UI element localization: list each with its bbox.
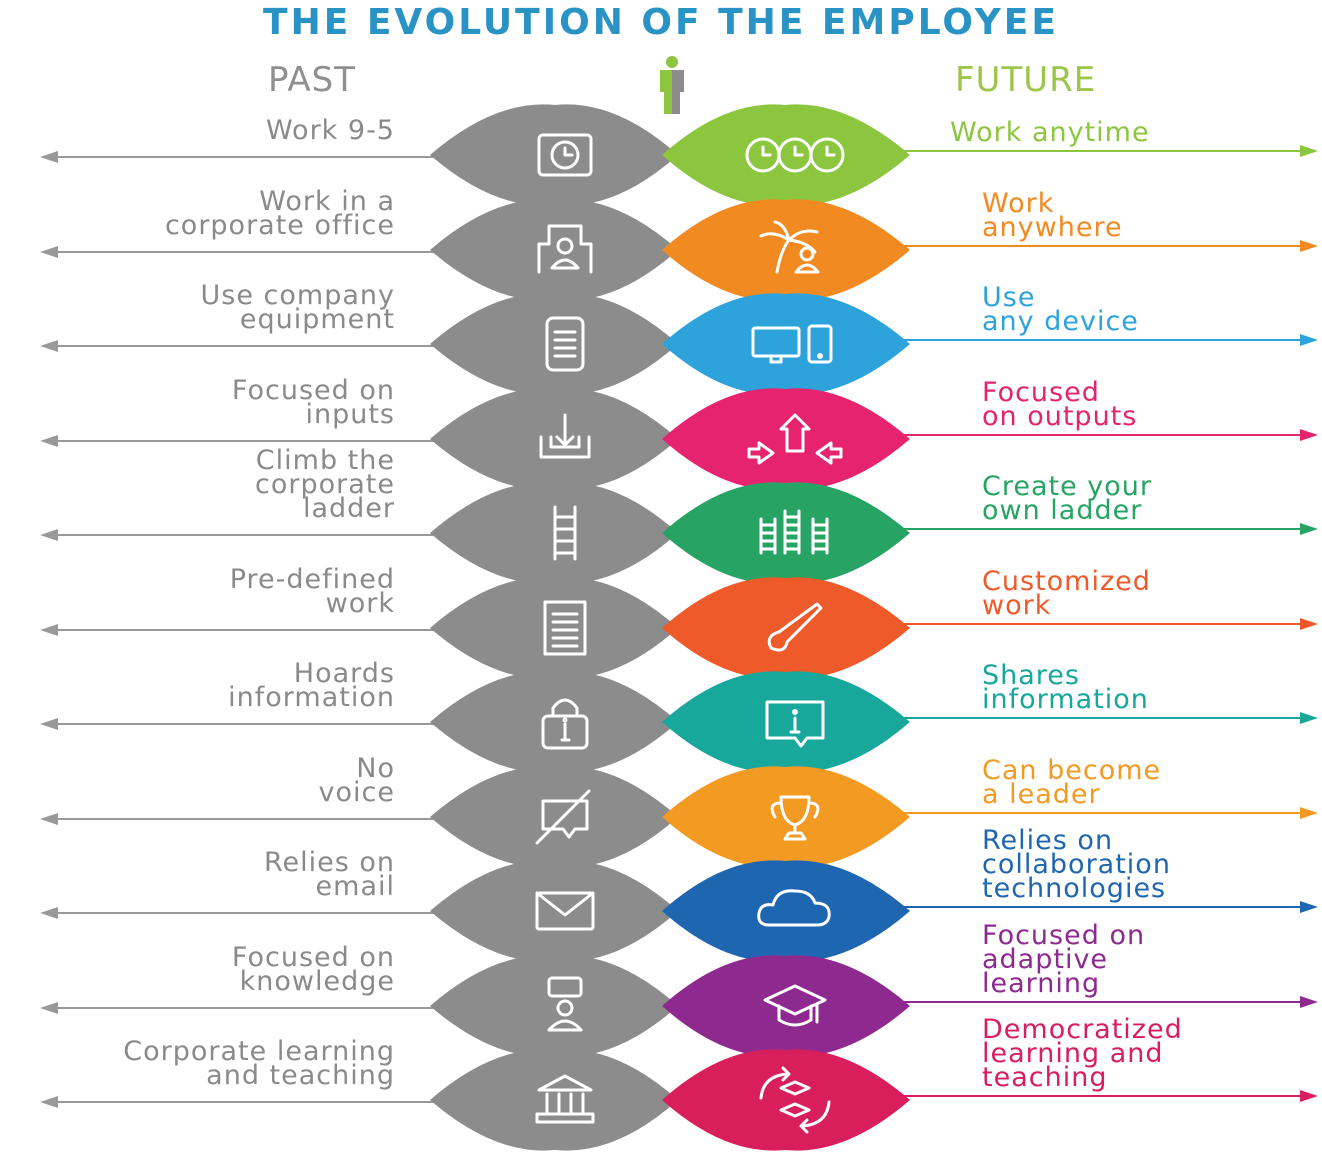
- document-icon: [543, 600, 587, 656]
- future-diamond: [662, 199, 910, 301]
- past-label: No voice: [318, 753, 395, 808]
- future-arrowhead: [1300, 618, 1318, 630]
- future-arrowhead: [1300, 145, 1318, 157]
- past-arrowhead: [40, 340, 58, 352]
- evolution-row: [40, 293, 1318, 395]
- evolution-row: [40, 860, 1318, 962]
- info-bubble-icon: [765, 700, 825, 748]
- past-diamond: [430, 104, 678, 206]
- past-arrowhead: [40, 907, 58, 919]
- office-person-icon: [537, 224, 593, 274]
- three-clocks-icon: [745, 137, 845, 173]
- monitor-tablet-icon: [751, 324, 833, 364]
- past-diamond: [430, 388, 678, 490]
- future-label: Democratized learning and teaching: [982, 1014, 1183, 1093]
- past-diamond: [430, 577, 678, 679]
- past-label: Focused on inputs: [231, 375, 395, 430]
- past-diamond: [430, 955, 678, 1057]
- past-label: Focused on knowledge: [231, 942, 395, 997]
- future-label: Relies on collaboration technologies: [982, 825, 1171, 904]
- past-arrowhead: [40, 435, 58, 447]
- evolution-row: [40, 199, 1318, 301]
- future-arrowhead: [1300, 523, 1318, 535]
- evolution-row: [40, 577, 1318, 679]
- past-label: Relies on email: [263, 847, 395, 902]
- clock-icon: [537, 133, 593, 177]
- future-diamond: [662, 671, 910, 773]
- past-diamond: [430, 671, 678, 773]
- future-arrowhead: [1300, 996, 1318, 1008]
- past-diamond: [430, 199, 678, 301]
- past-arrowhead: [40, 718, 58, 730]
- future-diamond: [662, 104, 910, 206]
- past-arrowhead: [40, 529, 58, 541]
- future-arrowhead: [1300, 429, 1318, 441]
- future-heading: FUTURE: [955, 60, 1097, 100]
- past-label: Pre-defined work: [229, 564, 395, 619]
- future-label: Create your own ladder: [982, 471, 1153, 526]
- future-arrowhead: [1300, 240, 1318, 252]
- muted-speech-icon: [535, 789, 591, 845]
- past-diamond: [430, 860, 678, 962]
- evolution-row: [40, 1049, 1318, 1151]
- page-title: THE EVOLUTION OF THE EMPLOYEE: [263, 2, 1059, 43]
- future-diamond: [662, 860, 910, 962]
- evolution-row: [40, 955, 1318, 1057]
- past-label: Work in a corporate office: [164, 186, 395, 241]
- evolution-row: [40, 671, 1318, 773]
- past-arrowhead: [40, 246, 58, 258]
- palm-tree-person-icon: [759, 220, 820, 274]
- person-icon: [660, 56, 684, 114]
- future-arrowhead: [1300, 334, 1318, 346]
- past-arrowhead: [40, 813, 58, 825]
- padlock-info-icon: [541, 698, 589, 750]
- future-diamond: [662, 955, 910, 1057]
- past-heading: PAST: [268, 60, 356, 100]
- arrows-out-icon: [747, 413, 843, 465]
- past-arrowhead: [40, 1096, 58, 1108]
- future-diamond: [662, 293, 910, 395]
- past-label: Climb the corporate ladder: [255, 445, 395, 524]
- cloud-icon: [757, 889, 831, 927]
- future-label: Can become a leader: [982, 755, 1162, 810]
- institution-icon: [535, 1074, 595, 1124]
- future-label: Customized work: [982, 566, 1151, 621]
- cycle-caps-icon: [759, 1066, 831, 1134]
- future-label: Shares information: [982, 660, 1149, 715]
- past-label: Hoards information: [228, 658, 395, 713]
- past-label: Use company equipment: [200, 280, 395, 335]
- future-label: Work anytime: [950, 117, 1150, 148]
- past-diamond: [430, 1049, 678, 1151]
- past-diamond: [430, 293, 678, 395]
- past-diamond: [430, 766, 678, 868]
- graduation-cap-icon: [763, 984, 827, 1027]
- student-question-icon: [547, 976, 583, 1032]
- future-label: Use any device: [982, 282, 1139, 337]
- past-label: Work 9-5: [265, 115, 395, 146]
- inbox-arrow-icon: [539, 413, 591, 459]
- past-label: Corporate learning and teaching: [123, 1036, 395, 1091]
- future-arrowhead: [1300, 1090, 1318, 1102]
- evolution-row: [40, 104, 1318, 206]
- multiple-ladders-icon: [759, 509, 829, 555]
- past-arrowhead: [40, 1002, 58, 1014]
- past-arrowhead: [40, 624, 58, 636]
- future-arrowhead: [1300, 901, 1318, 913]
- future-diamond: [662, 1049, 910, 1151]
- past-arrowhead: [40, 151, 58, 163]
- future-label: Focused on adaptive learning: [982, 920, 1146, 999]
- ladder-icon: [553, 505, 577, 561]
- future-arrowhead: [1300, 712, 1318, 724]
- evolution-row: [40, 388, 1318, 490]
- future-arrowhead: [1300, 807, 1318, 819]
- server-icon: [545, 316, 585, 372]
- future-label: Focused on outputs: [982, 377, 1138, 432]
- trophy-icon: [770, 795, 820, 841]
- envelope-icon: [535, 891, 595, 931]
- paintbrush-icon: [767, 602, 823, 652]
- evolution-row: [40, 766, 1318, 868]
- future-label: Work anywhere: [982, 188, 1123, 243]
- evolution-row: [40, 482, 1318, 584]
